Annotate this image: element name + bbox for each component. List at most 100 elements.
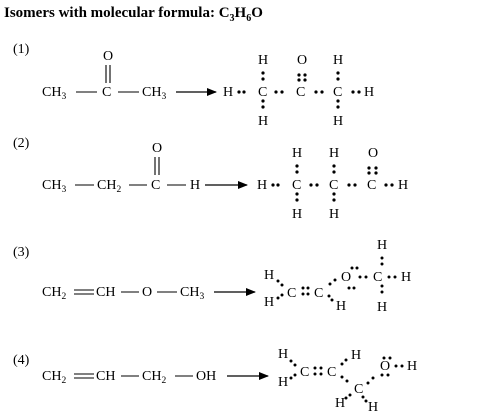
electron-dot [352,286,356,290]
isomer-4: (4) CH2 CH CH2 OH H H C C H C H [13,347,417,411]
isomer-2-lewis-c3: C [367,178,376,193]
isomer-4-lewis-c3-h-bottom: H [368,400,378,411]
electron-dot [380,290,384,294]
isomer-2-lewis-oxygen: O [368,146,378,161]
electron-dot [328,282,332,286]
electron-dot [314,90,318,94]
electron-dot [361,395,365,399]
isomer-2-lewis-c1-h-top: H [292,146,302,161]
isomer-1-lewis-c1-h-top: H [258,53,268,68]
isomer-2-carbonyl-oxygen: O [152,141,162,156]
isomer-1-carbonyl-oxygen: O [103,49,113,64]
isomer-3-number: (3) [13,245,30,260]
isomer-3-oxygen: O [142,285,152,300]
electron-dot [276,279,280,283]
title-h-subscript: 6 [246,13,252,24]
isomer-3-lewis-c3-h-bottom: H [377,300,387,315]
electron-dot [301,292,305,296]
isomer-2-carbonyl-carbon: C [151,178,160,193]
electron-dot [355,266,359,270]
isomer-1-ch3-right: CH3 [142,85,166,102]
electron-dot [333,278,337,282]
electron-dot [348,393,352,397]
electron-dot [330,298,334,302]
electron-dot [364,275,368,279]
title-h: H [234,5,247,21]
isomer-3-lewis-c3-h-top: H [377,238,387,253]
electron-dot [297,78,301,82]
electron-dot [388,356,392,360]
isomer-4-lewis-c3-h-left: H [335,396,345,411]
electron-dot [336,105,340,109]
isomer-2-lewis-c2-h-top: H [329,146,339,161]
electron-dot [345,379,349,383]
electron-dot [295,164,299,168]
isomer-3-lewis-c3-h-right: H [401,270,411,285]
isomer-3-lewis-c3: C [373,270,382,285]
electron-dot [293,373,297,377]
electron-dot [303,78,307,82]
isomer-4-lewis-oxygen: O [380,359,390,374]
isomer-1-ch3-left: CH3 [42,85,66,102]
electron-dot [276,296,280,300]
isomer-3-lewis-c2: C [314,286,323,301]
page-title: Isomers with molecular formula: C3H6O [4,5,263,24]
isomer-2-lewis-c2: C [329,178,338,193]
isomer-2-ch3: CH3 [42,178,66,195]
isomer-4-lewis-h-bottom-left: H [278,375,288,390]
electron-dot [276,183,280,187]
electron-dot [261,77,265,81]
isomer-1-lewis-oxygen: O [297,53,307,68]
electron-dot [319,366,323,370]
electron-dot [327,294,331,298]
electron-dot [394,364,398,368]
electron-dot [374,166,378,170]
electron-dot [332,192,336,196]
electron-dot [332,164,336,168]
isomer-3-lewis-c1: C [287,286,296,301]
isomer-3-ch: CH [96,285,115,300]
isomer-3-lewis-structure: H H C C H O C H H H [264,238,411,315]
electron-dot [384,183,388,187]
electron-dot [364,399,368,403]
isomer-3-lewis-oxygen: O [341,270,351,285]
electron-dot [386,373,390,377]
electron-dot [301,286,305,290]
electron-dot [313,372,317,376]
isomer-2-ch2: CH2 [97,178,121,195]
electron-dot [261,99,265,103]
electron-dot [344,396,348,400]
isomer-4-lewis-c3: C [354,382,363,397]
electron-dot [332,170,336,174]
isomer-4-oh: OH [196,369,216,384]
isomer-1-lewis-c3: C [333,85,342,100]
isomer-4-lewis-h-right: H [407,359,417,374]
isomer-4-ch2: CH2 [42,369,66,386]
isomer-1-carbonyl-carbon: C [102,85,111,100]
electron-dot [315,183,319,187]
electron-dot [242,90,246,94]
electron-dot [380,262,384,266]
electron-dot [306,292,310,296]
isomer-1-lewis-h-right: H [364,85,374,100]
isomer-4-structural-formula: CH2 CH CH2 OH [42,369,216,386]
isomer-2-aldehyde-h: H [190,178,200,193]
electron-dot [390,183,394,187]
isomer-1-lewis-c1: C [258,85,267,100]
isomer-1-lewis-c2: C [296,85,305,100]
isomer-2-lewis-h-right: H [398,178,408,193]
isomer-1-lewis-c1-h-bottom: H [258,114,268,129]
electron-dot [295,198,299,202]
isomer-2-lewis-c1: C [292,178,301,193]
isomer-3-lewis-h-top-left: H [264,268,274,283]
electron-dot [319,372,323,376]
electron-dot [280,293,284,297]
isomer-4-lewis-c2: C [327,365,336,380]
electron-dot [289,376,293,380]
electron-dot [336,71,340,75]
isomer-4-lewis-h-top-left: H [278,347,288,362]
electron-dot [309,183,313,187]
electron-dot [289,359,293,363]
title-text: Isomers with molecular formula: C [4,5,230,21]
